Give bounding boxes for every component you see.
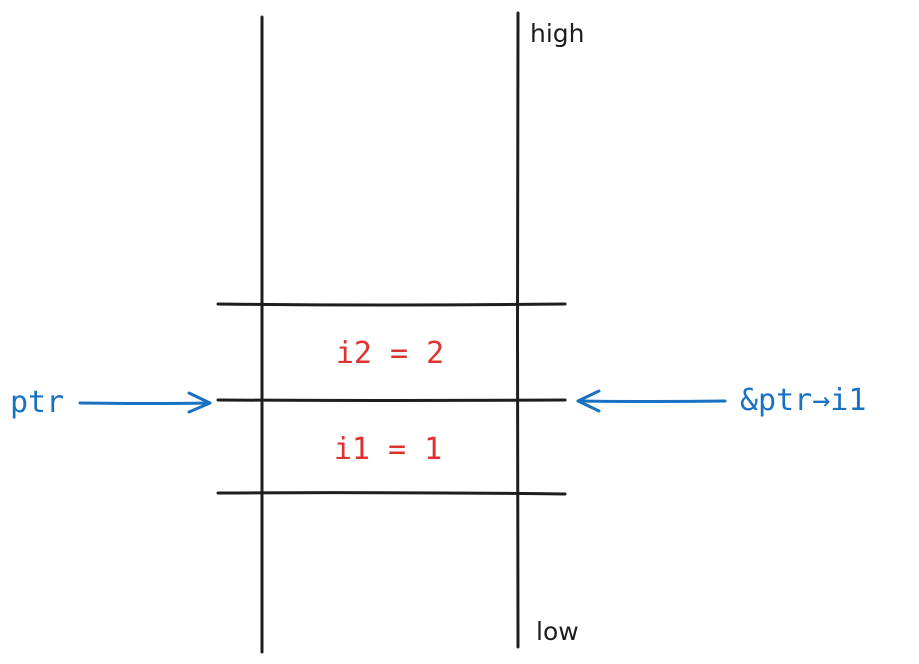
ptr-i1-arrow-icon bbox=[576, 389, 727, 413]
cell-i1-value: i1 = 1 bbox=[334, 432, 442, 467]
high-address-label: high bbox=[530, 19, 585, 48]
ptr-label: ptr bbox=[10, 385, 64, 420]
stack-right-wall bbox=[516, 11, 520, 649]
cell-divider-middle bbox=[216, 398, 567, 402]
ptr-i1-label: &ptr→i1 bbox=[740, 383, 866, 418]
cell-i2-value: i2 = 2 bbox=[336, 336, 444, 371]
cell-divider-top bbox=[216, 302, 567, 307]
ptr-arrow-icon bbox=[78, 391, 212, 414]
low-address-label: low bbox=[536, 617, 579, 646]
stack-left-wall bbox=[260, 15, 264, 654]
cell-divider-bottom bbox=[216, 491, 567, 496]
